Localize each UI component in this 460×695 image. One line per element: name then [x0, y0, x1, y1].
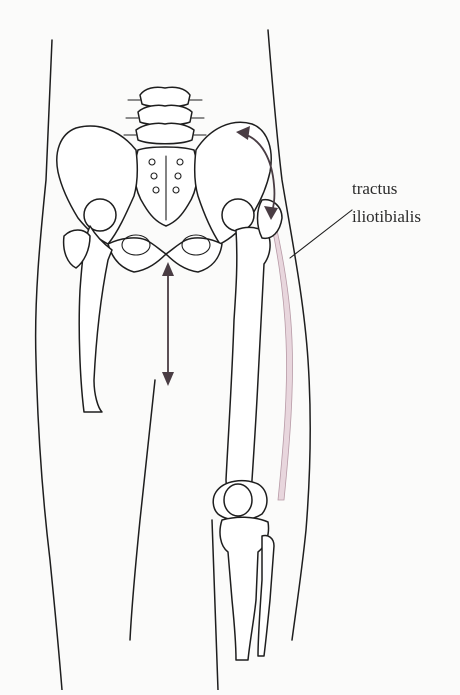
double-arrow-vertical	[162, 262, 174, 386]
label-leader-line	[290, 210, 352, 258]
lumbar-spine	[124, 87, 206, 143]
annotation-label-line2: iliotibialis	[352, 207, 421, 227]
left-body-outline	[36, 40, 62, 690]
pelvic-ring	[108, 238, 222, 272]
right-inner-leg-outline	[212, 520, 218, 690]
left-inner-thigh-outline	[130, 380, 155, 640]
annotation-label-line1: tractus	[352, 179, 397, 199]
right-knee	[213, 481, 274, 660]
right-femur	[222, 199, 282, 496]
